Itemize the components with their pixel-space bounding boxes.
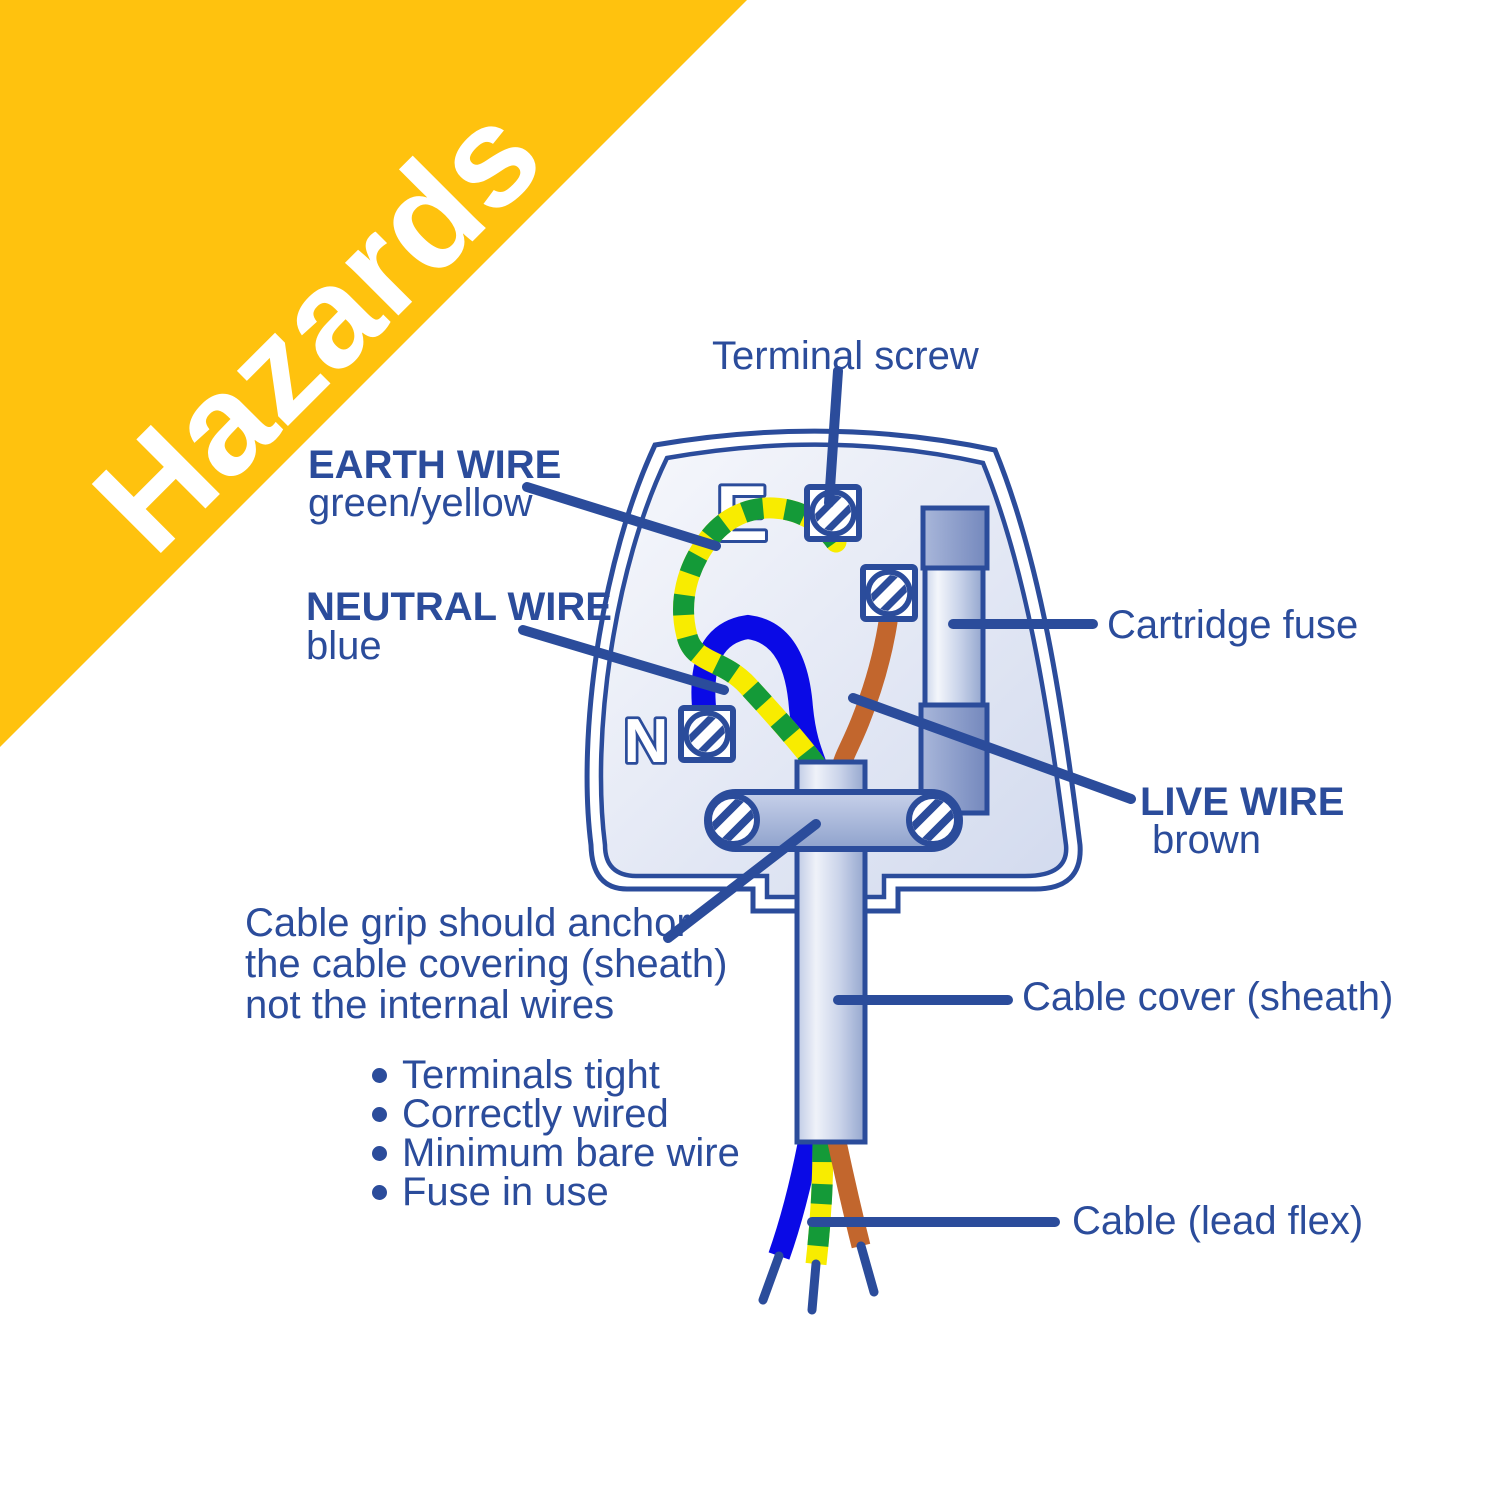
live-wire-tail xyxy=(827,1140,871,1249)
terminal-screw-pointer xyxy=(824,366,843,508)
neutral-wire-pointer xyxy=(518,625,729,695)
live-terminal-box xyxy=(863,567,915,619)
cable-grip-note-line1: Cable grip should anchor xyxy=(245,901,690,945)
hazards-banner-triangle xyxy=(0,0,747,747)
bullet-icon xyxy=(372,1107,387,1122)
neutral-bare-wire xyxy=(758,1251,784,1305)
earth-wire xyxy=(673,497,847,779)
fuse-top-cap xyxy=(920,505,990,571)
earth-wire-sublabel: green/yellow xyxy=(308,481,533,525)
neutral-wire-sublabel: blue xyxy=(306,624,382,668)
live-wire-sublabel: brown xyxy=(1152,818,1261,862)
neutral-terminal-box xyxy=(681,708,733,760)
cable-grip xyxy=(704,791,962,849)
neutral-wire-tail xyxy=(768,1139,820,1260)
bullet-icon xyxy=(372,1068,387,1083)
checklist-item-label: Correctly wired xyxy=(402,1092,669,1136)
cartridge-fuse-label: Cartridge fuse xyxy=(1107,603,1359,647)
live-wire-label: LIVE WIRE xyxy=(1140,780,1345,824)
checklist-item-label: Terminals tight xyxy=(402,1053,660,1097)
cable-grip-note: Cable grip should anchor the cable cover… xyxy=(245,903,728,1026)
earth-wire-pointer xyxy=(522,482,721,551)
list-item: Terminals tight xyxy=(372,1053,740,1097)
list-item: Correctly wired xyxy=(372,1092,740,1136)
cable-flex-wires xyxy=(758,1139,879,1315)
list-item: Fuse in use xyxy=(372,1170,740,1214)
cable-grip-pointer xyxy=(663,819,821,943)
cable-grip-note-line2: the cable covering (sheath) xyxy=(245,942,728,986)
safety-checklist: Terminals tight Correctly wired Minimum … xyxy=(372,1053,740,1214)
earth-wire-label: EARTH WIRE xyxy=(308,443,562,487)
bullet-icon xyxy=(372,1146,387,1161)
neutral-wire-label: NEUTRAL WIRE xyxy=(306,585,612,629)
terminal-screw-label: Terminal screw xyxy=(712,334,979,378)
cable-cover-label: Cable cover (sheath) xyxy=(1022,975,1394,1019)
cartridge-fuse xyxy=(918,505,990,816)
earth-bare-wire xyxy=(807,1259,821,1315)
cable-grip-note-line3: not the internal wires xyxy=(245,983,615,1027)
neutral-terminal-letter: N xyxy=(624,707,669,776)
live-wire xyxy=(831,612,898,778)
live-wire-pointer xyxy=(848,693,1136,804)
live-bare-wire xyxy=(856,1241,879,1297)
bullet-icon xyxy=(372,1185,387,1200)
cable-flex-label: Cable (lead flex) xyxy=(1072,1199,1364,1243)
list-item: Minimum bare wire xyxy=(372,1131,740,1175)
fuse-body xyxy=(922,563,986,711)
callout-pointer-lines xyxy=(518,366,1136,1227)
checklist-item-label: Minimum bare wire xyxy=(402,1131,740,1175)
checklist-item-label: Fuse in use xyxy=(402,1170,609,1214)
